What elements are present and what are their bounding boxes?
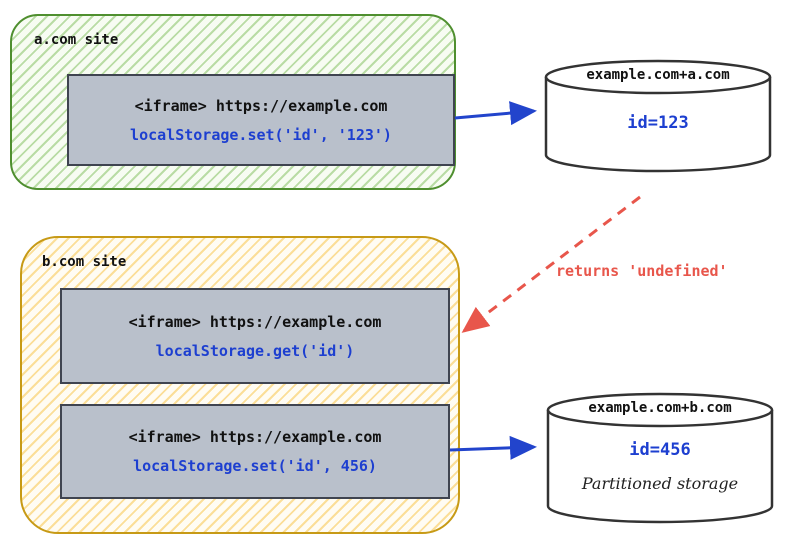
storage-a-label: example.com+a.com xyxy=(586,67,730,83)
storage-b-note: Partitioned storage xyxy=(581,474,739,493)
iframe-b-get-code: localStorage.get('id') xyxy=(155,341,355,360)
iframe-b-set-title: <iframe> https://example.com xyxy=(128,428,382,446)
site-a-label: a.com site xyxy=(34,32,119,48)
storage-b-label: example.com+b.com xyxy=(588,400,732,416)
iframe-a: <iframe> https://example.com localStorag… xyxy=(67,74,455,166)
iframe-b-get: <iframe> https://example.com localStorag… xyxy=(60,288,450,384)
iframe-b-get-title: <iframe> https://example.com xyxy=(128,312,382,331)
iframe-b-set-code: localStorage.set('id', 456) xyxy=(133,457,377,475)
cylinder-b-shape xyxy=(546,392,774,524)
storage-b-value: id=456 xyxy=(629,440,691,460)
storage-cylinder-a: example.com+a.com id=123 xyxy=(538,55,778,177)
site-b-label: b.com site xyxy=(42,254,127,270)
site-b-container: b.com site <iframe> https://example.com … xyxy=(20,236,460,534)
iframe-a-code: localStorage.set('id', '123') xyxy=(130,125,392,144)
iframe-b-set: <iframe> https://example.com localStorag… xyxy=(60,404,450,499)
cylinder-a-shape xyxy=(544,59,772,173)
storage-cylinder-b: example.com+b.com id=456 Partitioned sto… xyxy=(540,388,780,530)
iframe-a-title: <iframe> https://example.com xyxy=(134,96,388,115)
arrow-b-to-storage-b xyxy=(449,435,537,460)
storage-a-value: id=123 xyxy=(627,113,689,133)
returns-undefined-label: returns 'undefined' xyxy=(556,262,728,280)
site-a-container: a.com site <iframe> https://example.com … xyxy=(10,14,456,190)
arrow-a-to-storage-a xyxy=(454,101,537,126)
